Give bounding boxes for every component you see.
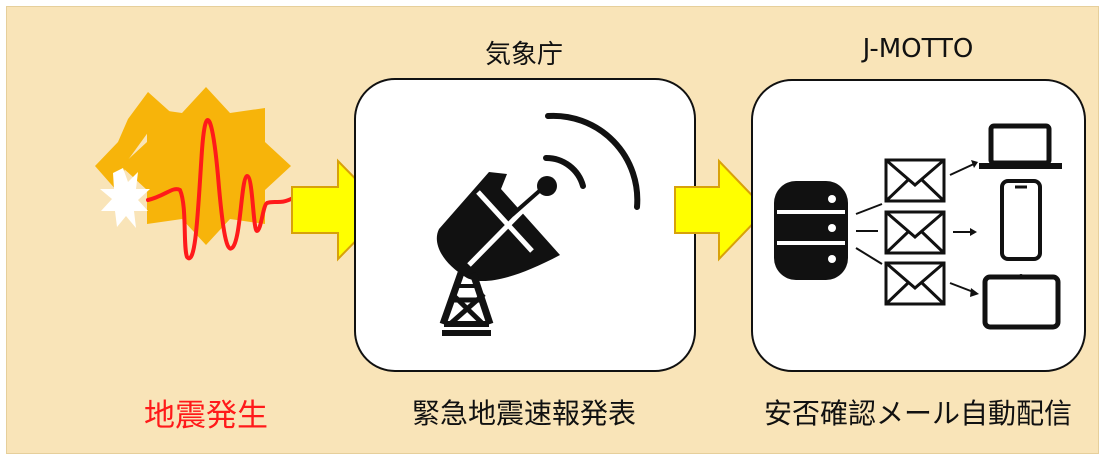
database-server-icon bbox=[774, 181, 848, 280]
mail-envelope-icon bbox=[884, 261, 946, 306]
tablet-icon bbox=[982, 274, 1061, 330]
jma-label: 緊急地震速報発表 bbox=[411, 397, 637, 430]
mail-envelope-icon bbox=[884, 158, 946, 203]
jmotto-title: J-MOTTO bbox=[862, 34, 974, 64]
earthquake-burst-icon bbox=[95, 87, 291, 245]
delivery-links bbox=[855, 160, 979, 297]
earthquake-label: 地震発生 bbox=[144, 398, 268, 434]
impact-star-icon bbox=[100, 168, 150, 228]
laptop-icon bbox=[979, 123, 1062, 169]
seismic-wave-icon bbox=[146, 118, 295, 261]
mail-label: 安否確認メール自動配信 bbox=[763, 397, 1073, 430]
smartphone-icon bbox=[1000, 179, 1042, 261]
flow-arrow-icon bbox=[674, 158, 768, 262]
satellite-dish-icon bbox=[436, 112, 641, 336]
mail-envelope-icon bbox=[884, 210, 946, 255]
jma-title: 気象庁 bbox=[484, 40, 564, 70]
